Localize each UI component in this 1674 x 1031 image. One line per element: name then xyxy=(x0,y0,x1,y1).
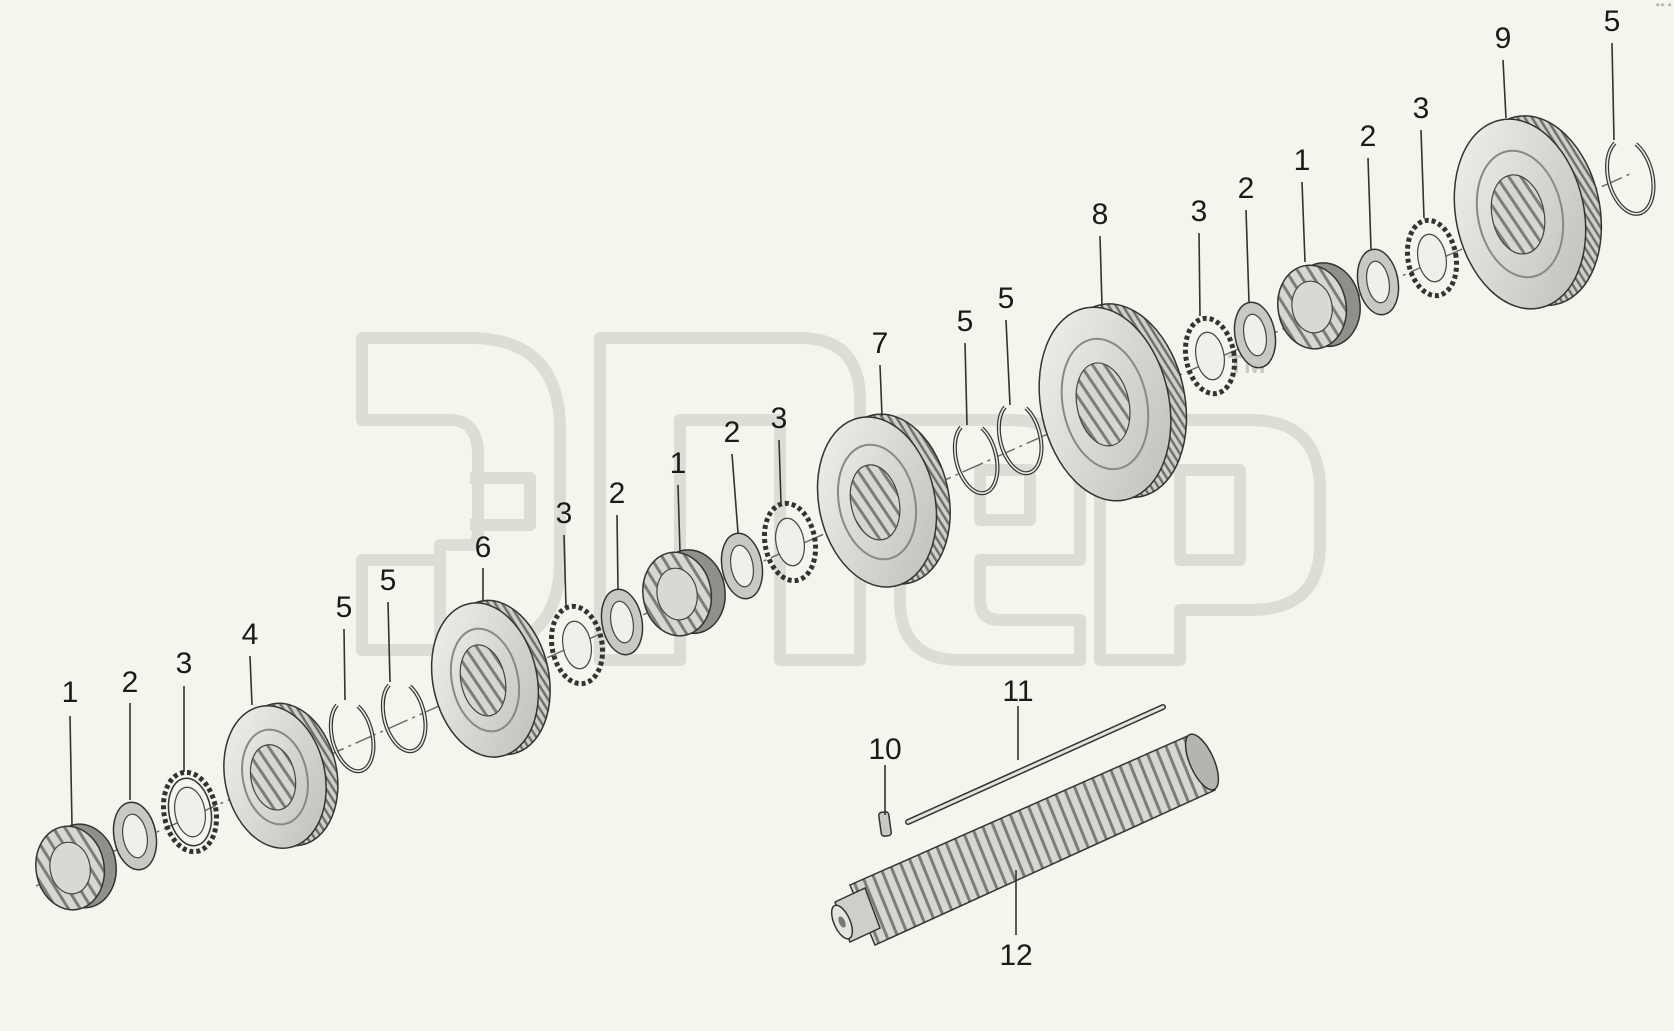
callout-3: 3 xyxy=(1191,195,1208,228)
toothed-washer-3-c xyxy=(761,500,819,584)
callout-1: 1 xyxy=(1294,144,1311,177)
toothed-washer-3-e xyxy=(1404,217,1460,299)
callout-3: 3 xyxy=(176,647,193,680)
callout-2: 2 xyxy=(724,416,741,449)
washer-2-e xyxy=(1356,248,1400,316)
callout-2: 2 xyxy=(609,477,626,510)
gear-9 xyxy=(1453,115,1603,310)
callout-labels: 1 2 3 4 5 5 6 3 2 1 2 3 7 5 5 8 3 2 1 2 … xyxy=(62,5,1621,972)
callout-6: 6 xyxy=(475,531,492,564)
snap-ring-5-e xyxy=(1605,141,1656,216)
callout-9: 9 xyxy=(1495,22,1512,55)
gear-7 xyxy=(816,413,951,588)
washer-2-left xyxy=(112,801,158,871)
washer-2-c xyxy=(720,532,764,600)
gear-8 xyxy=(1038,303,1188,502)
callout-10: 10 xyxy=(868,733,901,766)
bearing-1-left xyxy=(35,823,117,911)
callout-5: 5 xyxy=(336,591,353,624)
bearing-1-c xyxy=(1277,262,1361,350)
callout-3: 3 xyxy=(556,497,573,530)
splined-shaft xyxy=(830,733,1220,947)
callout-3: 3 xyxy=(1413,92,1430,125)
callout-12: 12 xyxy=(999,939,1032,972)
bearing-1-b xyxy=(642,549,726,637)
rod xyxy=(905,704,1166,825)
callout-5: 5 xyxy=(957,305,974,338)
corner-mark: °° ° xyxy=(1656,3,1672,13)
callout-5: 5 xyxy=(380,564,397,597)
washer-2-b xyxy=(600,588,644,656)
leader-lines xyxy=(69,42,1615,935)
washer-2-d xyxy=(1233,301,1277,369)
snap-ring-5-a xyxy=(328,703,376,774)
gear-4 xyxy=(223,702,339,849)
callout-1: 1 xyxy=(62,676,79,709)
callout-4: 4 xyxy=(242,618,259,651)
callout-3: 3 xyxy=(771,402,788,435)
callout-11: 11 xyxy=(1002,675,1033,708)
callout-1: 1 xyxy=(670,447,687,480)
toothed-washer-3-left xyxy=(160,769,220,855)
toothed-washer-3-d xyxy=(1182,315,1238,397)
gear-6 xyxy=(430,599,551,758)
snap-ring-5-c xyxy=(952,425,1000,496)
snap-ring-5-d xyxy=(996,405,1044,476)
callout-2: 2 xyxy=(122,666,139,699)
callout-5: 5 xyxy=(1604,5,1621,38)
snap-ring-5-b xyxy=(380,683,428,754)
toothed-washer-3-b xyxy=(548,603,606,687)
pin xyxy=(878,811,892,837)
callout-2: 2 xyxy=(1238,172,1255,205)
callout-2: 2 xyxy=(1360,120,1377,153)
callout-8: 8 xyxy=(1092,198,1109,231)
callout-5: 5 xyxy=(998,282,1015,315)
callout-7: 7 xyxy=(872,327,889,360)
